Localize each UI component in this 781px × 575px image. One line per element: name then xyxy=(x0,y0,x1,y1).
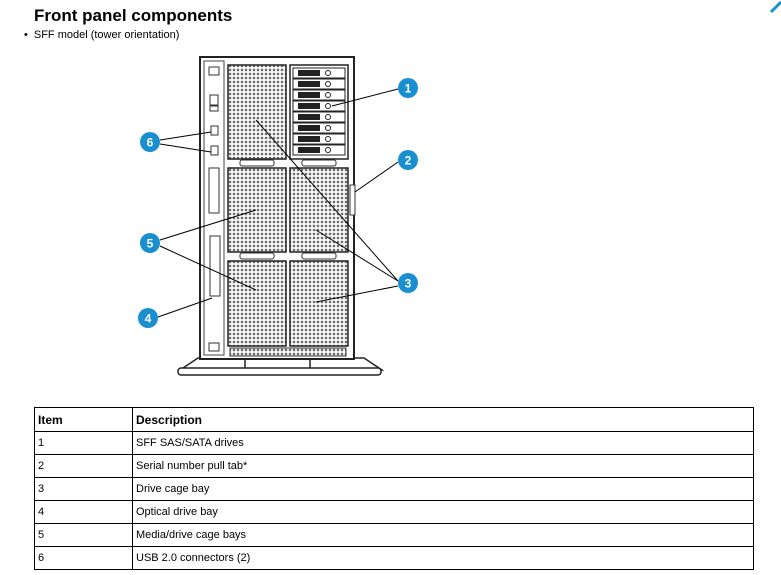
table-row: 1 SFF SAS/SATA drives xyxy=(34,431,754,455)
bullet-dot: • xyxy=(24,29,28,41)
callout-6: 6 xyxy=(140,132,160,152)
row-item: 3 xyxy=(34,477,133,501)
row-description: Optical drive bay xyxy=(132,500,754,524)
row-item: 2 xyxy=(34,454,133,478)
tower-feet xyxy=(177,357,385,376)
server-chassis xyxy=(199,56,356,360)
callout-3: 3 xyxy=(398,273,418,293)
table-row: 3 Drive cage bay xyxy=(34,477,754,501)
callout-5-label: 5 xyxy=(147,237,154,251)
header-description: Description xyxy=(132,407,754,432)
row-description: USB 2.0 connectors (2) xyxy=(132,546,754,570)
row-description: Drive cage bay xyxy=(132,477,754,501)
callout-2: 2 xyxy=(398,150,418,170)
row-description: Media/drive cage bays xyxy=(132,523,754,547)
callout-1: 1 xyxy=(398,78,418,98)
row-item: 5 xyxy=(34,523,133,547)
row-item: 1 xyxy=(34,431,133,455)
callout-2-label: 2 xyxy=(405,154,412,168)
page-title: Front panel components xyxy=(34,6,233,25)
row-item: 6 xyxy=(34,546,133,570)
callout-4: 4 xyxy=(138,308,158,328)
callout-5: 5 xyxy=(140,233,160,253)
callout-1-label: 1 xyxy=(405,82,412,96)
header-item: Item xyxy=(34,407,133,432)
row-item: 4 xyxy=(34,500,133,524)
table-row: 2 Serial number pull tab* xyxy=(34,454,754,478)
row-description: Serial number pull tab* xyxy=(132,454,754,478)
table-row: 6 USB 2.0 connectors (2) xyxy=(34,546,754,570)
callout-leaders xyxy=(157,88,399,318)
sff-drive-bays xyxy=(289,64,349,160)
components-table: Item Description 1 SFF SAS/SATA drives 2… xyxy=(34,407,754,570)
table-row: 4 Optical drive bay xyxy=(34,500,754,524)
corner-pen-icon xyxy=(769,0,781,14)
bullet-text: SFF model (tower orientation) xyxy=(33,29,180,41)
server-front-panel-diagram: 1 2 3 4 5 6 xyxy=(138,56,418,376)
callout-3-label: 3 xyxy=(405,277,412,291)
callout-6-label: 6 xyxy=(147,136,154,150)
bullet-item: • SFF model (tower orientation) xyxy=(24,29,179,41)
table-header-row: Item Description xyxy=(34,407,754,432)
table-row: 5 Media/drive cage bays xyxy=(34,523,754,547)
row-description: SFF SAS/SATA drives xyxy=(132,431,754,455)
callout-4-label: 4 xyxy=(145,312,152,326)
